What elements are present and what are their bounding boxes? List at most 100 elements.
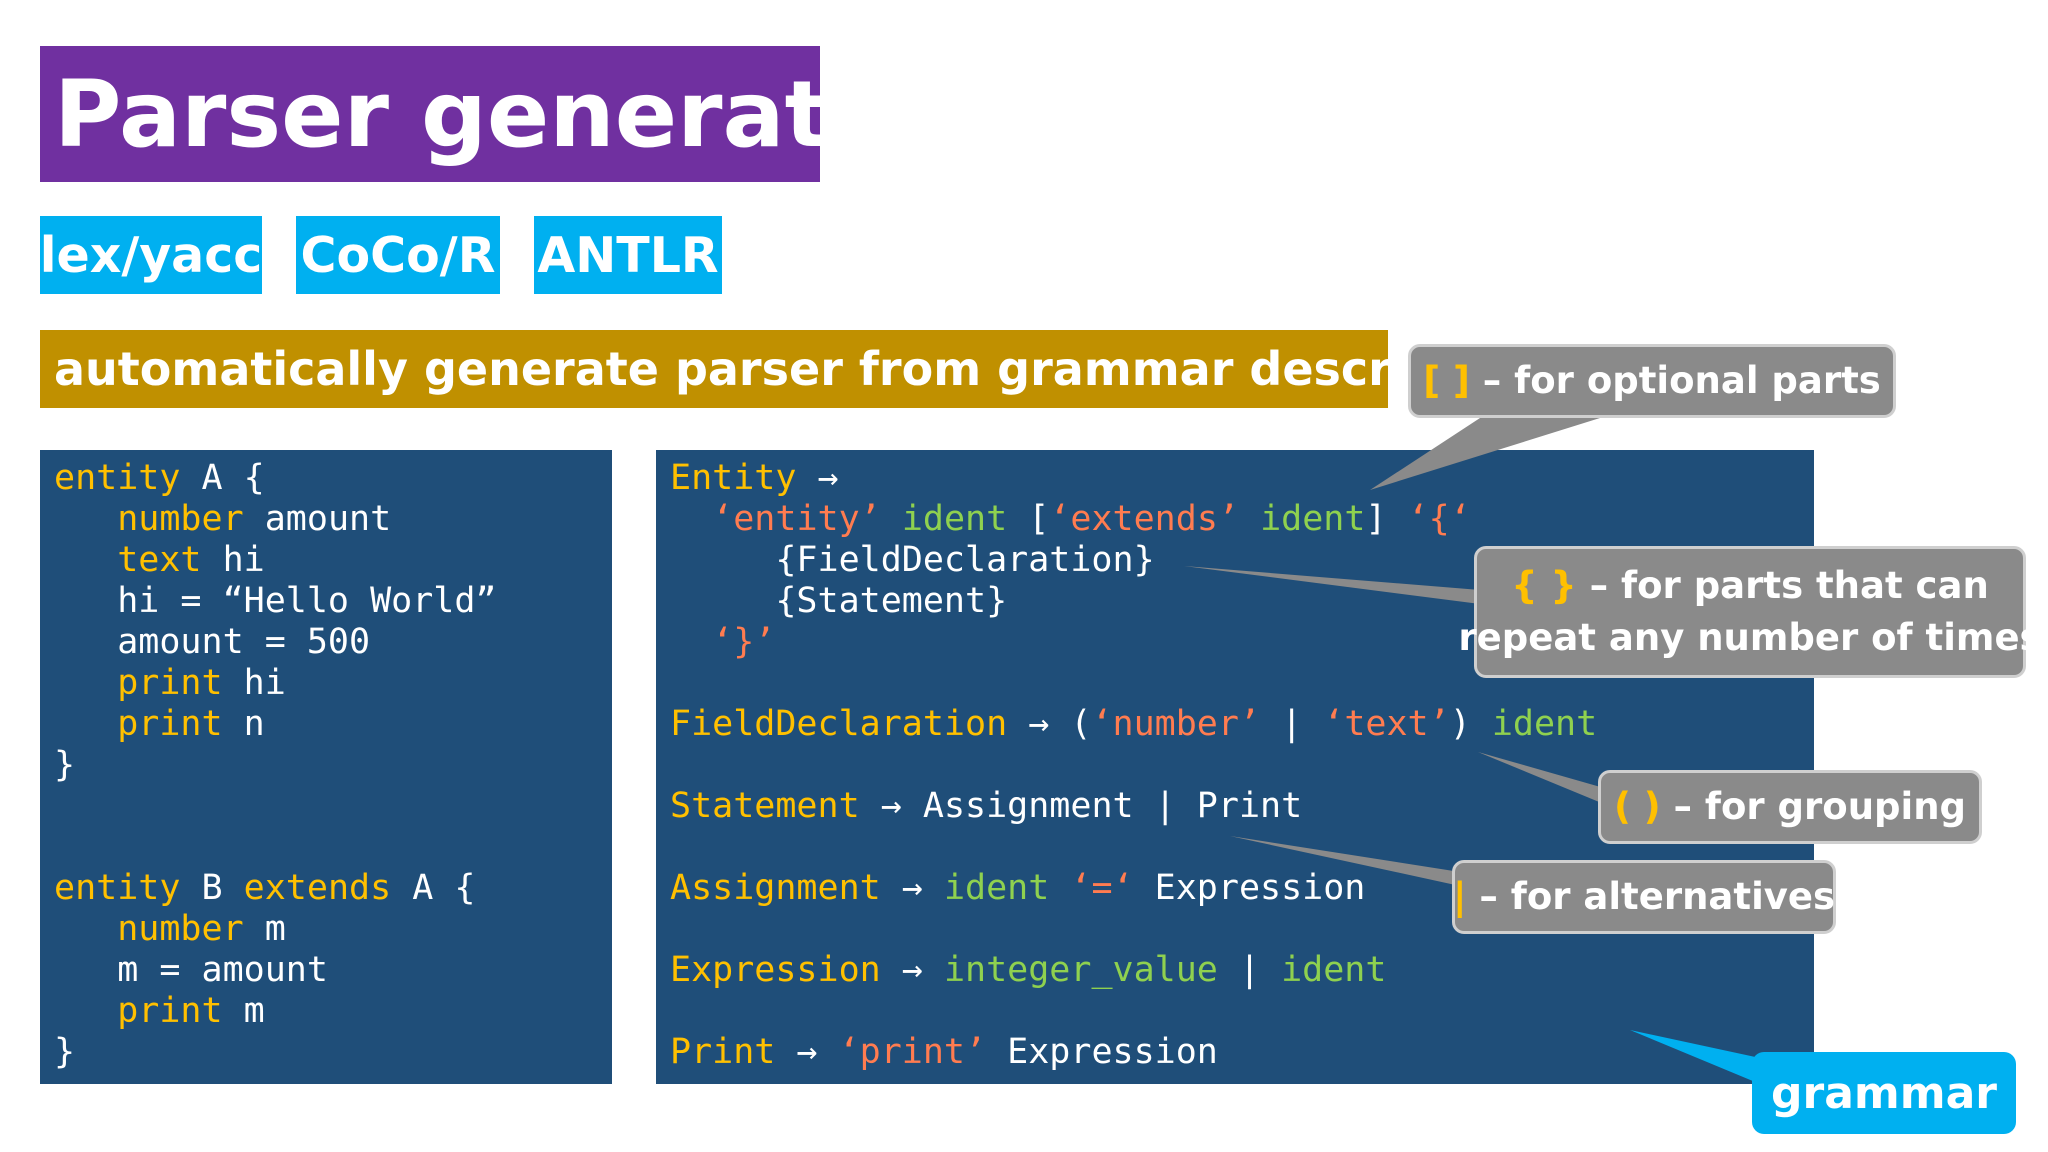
example-code-token: hi [201, 540, 265, 580]
grammar-code-token: ) [1449, 704, 1492, 744]
grammar-code-token: ident [1260, 499, 1366, 539]
grammar-code-line [670, 663, 1597, 704]
grammar-code-line [670, 991, 1597, 1032]
grammar-code-token: → [775, 1032, 839, 1072]
grammar-code-line: Expression → integer_value | ident [670, 950, 1597, 991]
tool-badge-coco-r: CoCo/R [296, 216, 500, 294]
grammar-code-token: {FieldDeclaration} [670, 540, 1155, 580]
grammar-code-token: ] [1365, 499, 1408, 539]
grouping-mark: ( ) [1613, 785, 1661, 828]
tool-badge-lex-yacc: lex/yacc [40, 216, 262, 294]
example-code-line: entity B extends A { [54, 868, 497, 909]
grammar-code-token: FieldDeclaration [670, 704, 1008, 744]
grammar-code-token [1049, 868, 1070, 908]
grammar-code-token: → ( [1007, 704, 1092, 744]
grammar-code: Entity → ‘entity’ ident [‘extends’ ident… [670, 458, 1597, 1073]
subtitle-banner: automatically generate parser from gramm… [40, 330, 1542, 408]
example-code: entity A { number amount text hi hi = “H… [54, 458, 497, 1073]
example-code-token: amount [243, 499, 392, 539]
example-code-token: A { [391, 868, 476, 908]
grammar-code-token: ‘extends’ [1049, 499, 1239, 539]
grammar-code-token: [ [1007, 499, 1050, 539]
grammar-code-token: Entity [670, 458, 797, 498]
optional-parts-callout: [ ] – for optional parts [1408, 344, 1896, 418]
example-code-token: print [117, 663, 223, 703]
grammar-code-token: | [1260, 704, 1324, 744]
grammar-code-token: ‘text’ [1323, 704, 1450, 744]
grammar-code-token: → [880, 868, 944, 908]
example-code-token [54, 909, 117, 949]
example-code-line: } [54, 745, 497, 786]
repeat-text-line-1: – for parts that can [1576, 564, 1989, 607]
example-code-token: entity [54, 458, 181, 498]
grammar-code-line: Print → ‘print’ Expression [670, 1032, 1597, 1073]
example-code-line: entity A { [54, 458, 497, 499]
grammar-code-token: Expression [670, 950, 881, 990]
example-code-token: m [243, 909, 286, 949]
example-code-token: number [117, 909, 244, 949]
example-code-line: } [54, 1032, 497, 1073]
grammar-code-line: {Statement} [670, 581, 1597, 622]
example-code-token [54, 827, 75, 867]
example-code-line: print m [54, 991, 497, 1032]
grammar-code-token: ident [943, 868, 1050, 908]
example-code-line [54, 827, 497, 868]
grammar-code-token: Statement [670, 786, 860, 826]
grammar-code-token: → Assignment | Print [859, 786, 1303, 826]
grammar-code-token [1239, 499, 1260, 539]
grammar-code-token [670, 499, 712, 539]
tool-badge-antlr: ANTLR [534, 216, 722, 294]
example-code-panel: entity A { number amount text hi hi = “H… [40, 450, 612, 1084]
grammar-code-line: FieldDeclaration → (‘number’ | ‘text’) i… [670, 704, 1597, 745]
grouping-text: – for grouping [1660, 785, 1967, 828]
example-code-token [54, 704, 117, 744]
example-code-token: amount = 500 [54, 622, 371, 662]
grammar-code-token: | [1217, 950, 1282, 990]
example-code-line: text hi [54, 540, 497, 581]
grammar-code-token: ‘entity’ [712, 499, 881, 539]
example-code-token: number [117, 499, 244, 539]
example-code-token: print [117, 704, 223, 744]
grammar-code-token: Print [670, 1032, 776, 1072]
repeat-mark: { } [1511, 564, 1577, 607]
example-code-line: print n [54, 704, 497, 745]
example-code-line: number amount [54, 499, 497, 540]
grammar-code-token: ‘{‘ [1407, 499, 1471, 539]
grammar-code-token: ident [1491, 704, 1598, 744]
alternatives-mark: | [1452, 875, 1467, 918]
grammar-code-token: ident [901, 499, 1008, 539]
example-code-token: } [54, 1032, 76, 1072]
example-code-token: hi = “Hello World” [54, 581, 497, 621]
grammar-code-token: {Statement} [670, 581, 1008, 621]
example-code-token [54, 499, 117, 539]
grammar-code-token: Assignment [670, 868, 881, 908]
example-code-token: print [117, 991, 223, 1031]
grammar-code-line: ‘}’ [670, 622, 1597, 663]
grammar-code-token [881, 499, 902, 539]
slide-title: Parser generators [40, 46, 992, 182]
example-code-token: A { [180, 458, 265, 498]
grammar-code-token [670, 909, 691, 949]
example-code-line: amount = 500 [54, 622, 497, 663]
example-code-token: m [222, 991, 265, 1031]
grammar-code-token: → [880, 950, 944, 990]
alternatives-callout: | – for alternatives [1452, 860, 1836, 934]
grammar-code-token: ident [1281, 950, 1387, 990]
example-code-token: B [180, 868, 244, 908]
grammar-code-line: ‘entity’ ident [‘extends’ ident] ‘{‘ [670, 499, 1597, 540]
grammar-code-token: ‘print’ [838, 1032, 987, 1072]
example-code-token: extends [243, 868, 392, 908]
grammar-code-token [670, 745, 691, 785]
example-code-line: number m [54, 909, 497, 950]
example-code-token: entity [54, 868, 181, 908]
example-code-token: n [222, 704, 265, 744]
example-code-token: } [54, 745, 76, 785]
grammar-code-token: ‘number’ [1091, 704, 1261, 744]
example-code-line: print hi [54, 663, 497, 704]
grammar-code-token [670, 991, 691, 1031]
example-code-token [54, 540, 117, 580]
optional-text: – for optional parts [1469, 359, 1881, 402]
grammar-code-token: integer_value [943, 950, 1218, 990]
grammar-code-token: Expression [1133, 868, 1366, 908]
example-code-token [54, 786, 75, 826]
